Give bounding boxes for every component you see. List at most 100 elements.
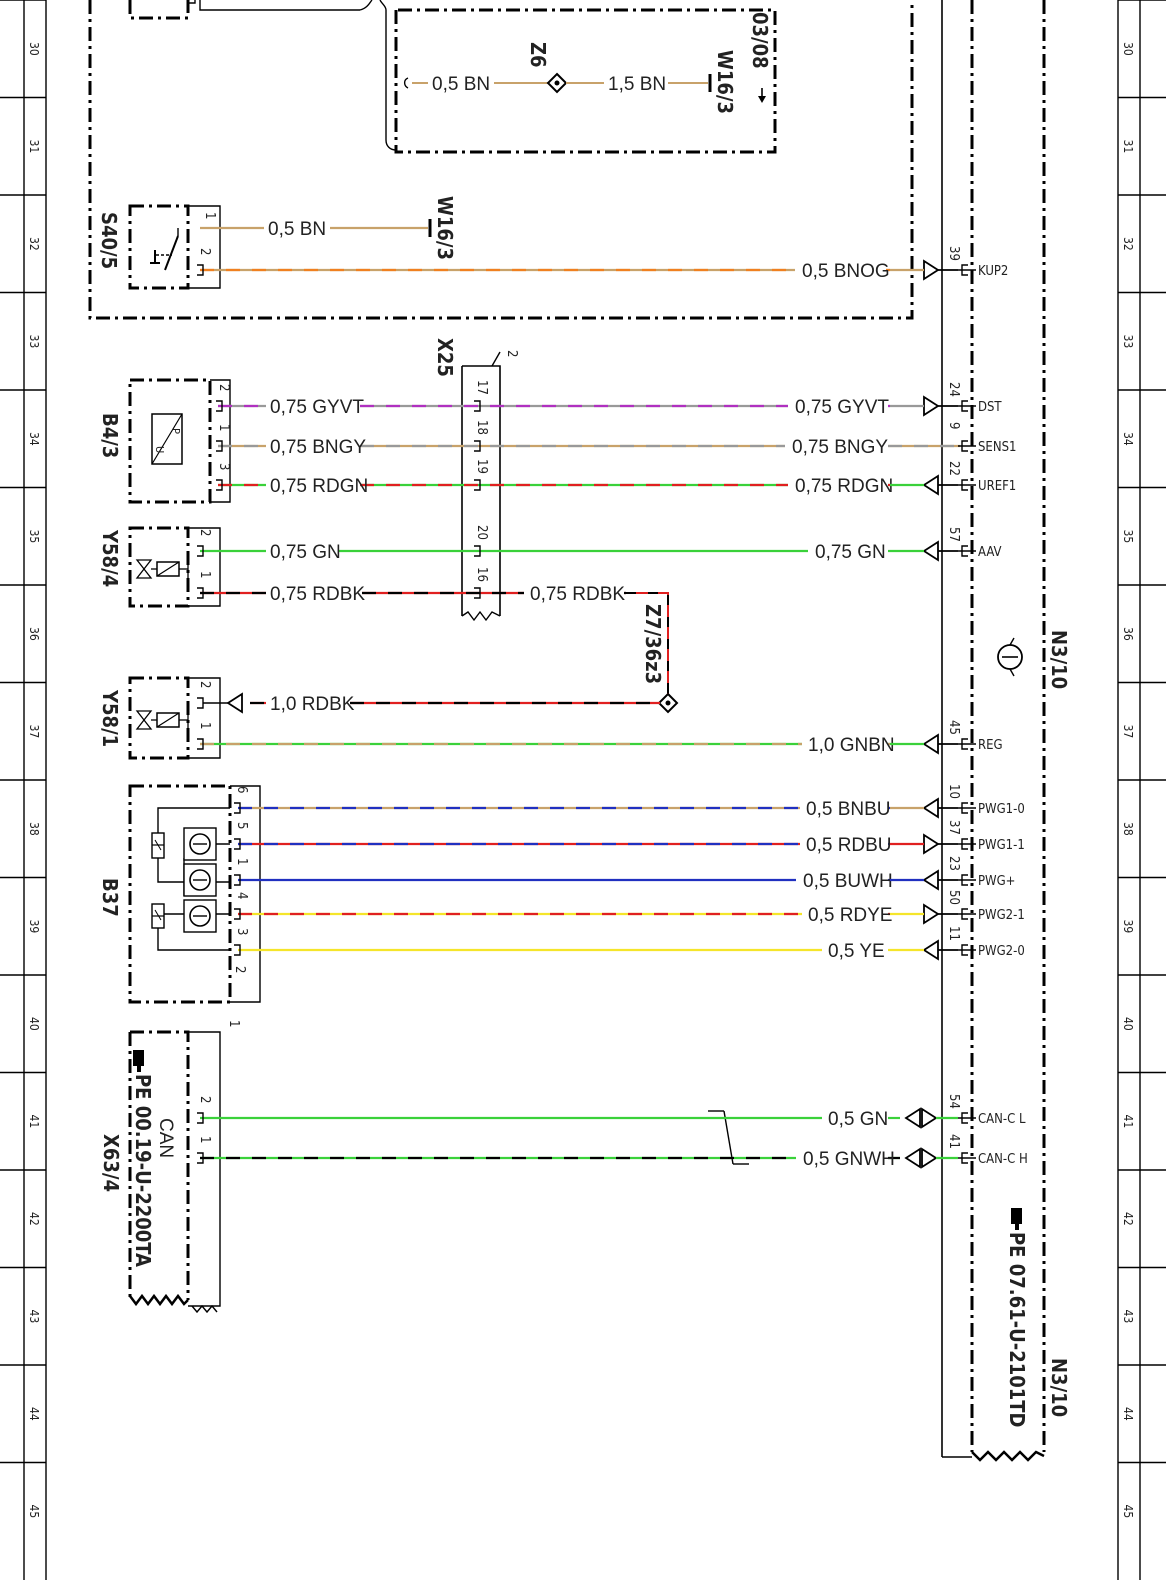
pin-number: 3	[216, 463, 231, 470]
pin-terminal-icon	[234, 838, 241, 850]
wire-label-right: 0,5 BNOG	[802, 261, 890, 282]
right-ruler-number: 42	[1121, 1212, 1135, 1226]
left-ruler-number: 38	[27, 822, 41, 836]
x25-pin-number: 19	[474, 459, 489, 474]
hand-pointer-icon	[133, 1050, 144, 1072]
b37-label: B37	[98, 878, 122, 917]
left-ruler-number: 43	[27, 1310, 41, 1324]
s40-label: S40/5	[97, 212, 121, 269]
wire-label-left: 0,5 BN	[268, 219, 326, 240]
wire-label-left: 0,75 GYVT	[270, 397, 364, 418]
ecu-pin-number: 23	[946, 856, 961, 871]
ecu-signal-label: AAV	[978, 545, 1002, 560]
top-connector-block	[128, 0, 373, 20]
ref-0308-label: 03/08	[748, 12, 772, 69]
left-ruler-number: 34	[27, 432, 41, 446]
wire-label-right: 0,75 RDBK	[530, 584, 625, 605]
pressure-sensor-icon: P U	[151, 413, 183, 465]
wire-label-right: 0,75 BNGY	[792, 437, 888, 458]
ecu-pin-number: 11	[946, 926, 961, 941]
x25-pin-terminal-icon	[474, 545, 481, 557]
x63-ref-label: PE 00.19-U-2200TA	[131, 1074, 155, 1267]
x25-pin-number: 18	[474, 420, 489, 435]
left-ruler-number: 32	[27, 237, 41, 251]
ecu-pin-number: 50	[946, 890, 961, 905]
can-label: CAN	[155, 1118, 176, 1158]
arrow-left-icon	[922, 869, 939, 891]
pin-terminal-icon	[197, 264, 204, 276]
ecu-signal-label: CAN-C H	[978, 1152, 1028, 1167]
ecu-signal-label: CAN-C L	[978, 1112, 1026, 1127]
pin-terminal-icon	[216, 479, 223, 491]
pin-terminal-icon	[197, 545, 204, 557]
left-ruler-number: 33	[27, 335, 41, 349]
arrow-right-icon	[923, 903, 940, 925]
svg-text:P: P	[169, 428, 182, 434]
ecu-pin-number: 37	[946, 820, 961, 835]
b43-sensor-box: P U B4/3	[98, 378, 231, 504]
z6-splice-icon	[546, 72, 568, 94]
pin-number: 5	[234, 822, 249, 829]
arrow-right-icon	[923, 395, 940, 417]
arrow-left-icon	[922, 939, 939, 961]
switch-icon	[150, 228, 179, 271]
z7-splice-icon	[657, 692, 679, 714]
w16-label: W16/3	[433, 196, 457, 260]
n310-ref-label: PE 07.61-U-2101TD	[1005, 1232, 1029, 1428]
pin-number: 1	[216, 424, 231, 431]
arrow-right-icon	[921, 1147, 938, 1169]
ecu-signal-label: PWG+	[978, 874, 1015, 889]
y58-4-label: Y58/4	[98, 529, 122, 587]
wire-label-left: 1,0 RDBK	[270, 694, 355, 715]
pin-terminal-icon	[216, 440, 223, 452]
right-ruler	[1117, 0, 1141, 1580]
x25-label: X25	[433, 338, 457, 377]
wire-label-left: 0,75 RDGN	[270, 476, 368, 497]
z7-label: Z7/36z3	[641, 604, 665, 684]
left-ruler	[23, 0, 47, 1580]
hand-pointer-icon	[1011, 1208, 1022, 1230]
wire-label-right: 0,5 RDBU	[806, 835, 892, 856]
x25-connector: 2 X25	[433, 338, 519, 622]
ecu-transistor-icon	[997, 637, 1023, 677]
wire-label-right: 0,75 GYVT	[795, 397, 889, 418]
arrow-left-icon	[226, 692, 243, 714]
left-ruler-number: 45	[27, 1505, 41, 1519]
arrow-left-icon	[922, 797, 939, 819]
right-ruler-number: 40	[1121, 1017, 1135, 1031]
ecu-signal-label: PWG1-0	[978, 802, 1025, 817]
x25-pin-terminal-icon	[474, 479, 481, 491]
pin-number: 2	[197, 248, 212, 255]
pin-number: 1	[202, 212, 217, 219]
pin-terminal-icon	[197, 738, 204, 750]
y58-1-valve-box: Y58/1	[98, 676, 221, 760]
ecu-pin-number: 10	[946, 784, 961, 799]
left-ruler-number: 42	[27, 1212, 41, 1226]
pedal-sensor-internal-icon	[151, 807, 230, 951]
y58-1-label: Y58/1	[98, 689, 122, 747]
y58-4-valve-box: Y58/4	[98, 526, 221, 608]
pin-number: 1	[197, 722, 212, 729]
pin-terminal-icon	[197, 1152, 204, 1164]
svg-text:U: U	[153, 446, 166, 453]
pin-number: 1	[234, 858, 249, 865]
x25-pin-number: 17	[474, 380, 489, 395]
right-ruler-number: 35	[1121, 530, 1135, 544]
ecu-pin-number: 9	[946, 422, 961, 429]
right-ruler-number: 31	[1121, 140, 1135, 154]
right-ruler-number: 44	[1121, 1407, 1135, 1421]
arrow-left-icon	[922, 474, 939, 496]
ecu-signal-label: KUP2	[978, 264, 1008, 279]
x25-pin-terminal-icon	[474, 400, 481, 412]
